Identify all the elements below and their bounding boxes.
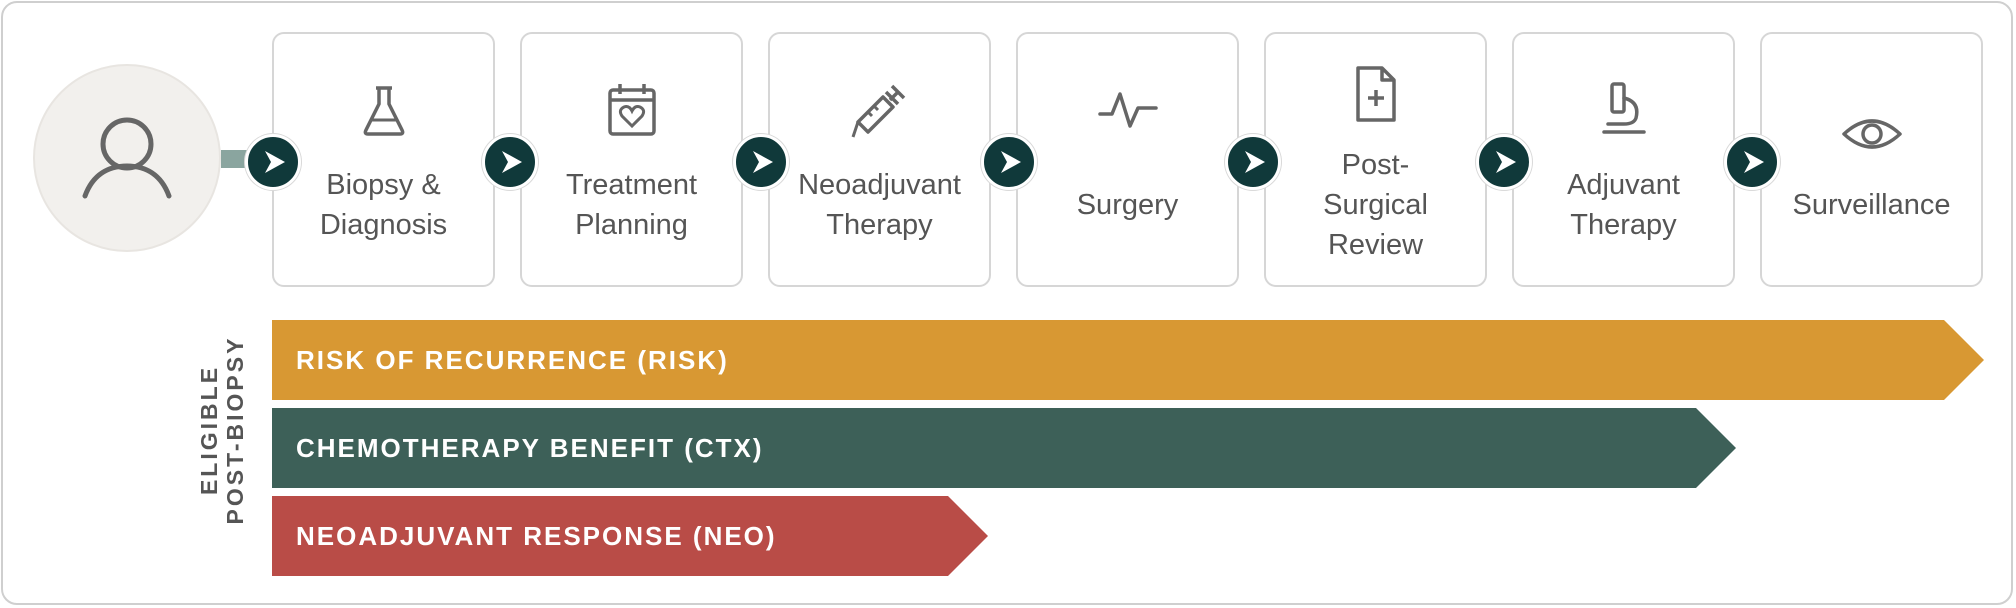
next-stage-arrow-icon bbox=[733, 134, 789, 190]
next-stage-arrow-icon bbox=[1724, 134, 1780, 190]
next-stage-arrow-icon bbox=[245, 134, 301, 190]
stage-card-treatment-planning: Treatment Planning bbox=[520, 32, 743, 287]
stage-label: Post- Surgical Review bbox=[1323, 149, 1428, 261]
avatar-connector bbox=[221, 150, 247, 168]
stage-label: Surveillance bbox=[1792, 189, 1951, 221]
eligibility-label-line2: POST-BIOPSY bbox=[222, 335, 248, 525]
next-stage-arrow-icon bbox=[482, 134, 538, 190]
patient-avatar bbox=[33, 64, 221, 252]
calendar-heart-icon bbox=[607, 84, 656, 136]
stage-card-surveillance: Surveillance bbox=[1760, 32, 1983, 287]
next-stage-arrow-icon bbox=[981, 134, 1037, 190]
stage-label: Neoadjuvant Therapy bbox=[798, 169, 961, 241]
eye-icon bbox=[1841, 119, 1902, 149]
next-stage-arrow-icon bbox=[1225, 134, 1281, 190]
ctx-bar: CHEMOTHERAPY BENEFIT (CTX) bbox=[272, 408, 1736, 488]
file-plus-icon bbox=[1355, 66, 1396, 122]
microscope-icon bbox=[1601, 82, 1646, 134]
next-stage-arrow-icon bbox=[1476, 134, 1532, 190]
risk-bar-label: RISK OF RECURRENCE (RISK) bbox=[296, 344, 729, 375]
stage-card-adjuvant-therapy: Adjuvant Therapy bbox=[1512, 32, 1735, 287]
stage-label: Treatment Planning bbox=[565, 169, 698, 241]
stage-label: Biopsy & Diagnosis bbox=[319, 169, 448, 241]
neo-bar: NEOADJUVANT RESPONSE (NEO) bbox=[272, 496, 988, 576]
stage-label: Adjuvant Therapy bbox=[1567, 169, 1680, 241]
eligibility-label-line1: ELIGIBLE bbox=[196, 364, 222, 496]
neo-bar-label: NEOADJUVANT RESPONSE (NEO) bbox=[296, 520, 777, 551]
stage-card-biopsy: Biopsy & Diagnosis bbox=[272, 32, 495, 287]
stage-label: Surgery bbox=[1076, 189, 1179, 221]
stage-card-post-surgical-review: Post- Surgical Review bbox=[1264, 32, 1487, 287]
flask-icon bbox=[363, 86, 404, 136]
ctx-bar-label: CHEMOTHERAPY BENEFIT (CTX) bbox=[296, 432, 764, 463]
eligibility-label: ELIGIBLE POST-BIOPSY bbox=[196, 330, 248, 530]
syringe-icon bbox=[851, 84, 905, 138]
stage-card-surgery: Surgery bbox=[1016, 32, 1239, 287]
pulse-icon bbox=[1097, 92, 1158, 128]
stage-card-neoadjuvant-therapy: Neoadjuvant Therapy bbox=[768, 32, 991, 287]
risk-bar: RISK OF RECURRENCE (RISK) bbox=[272, 320, 1984, 400]
user-icon bbox=[82, 117, 172, 199]
